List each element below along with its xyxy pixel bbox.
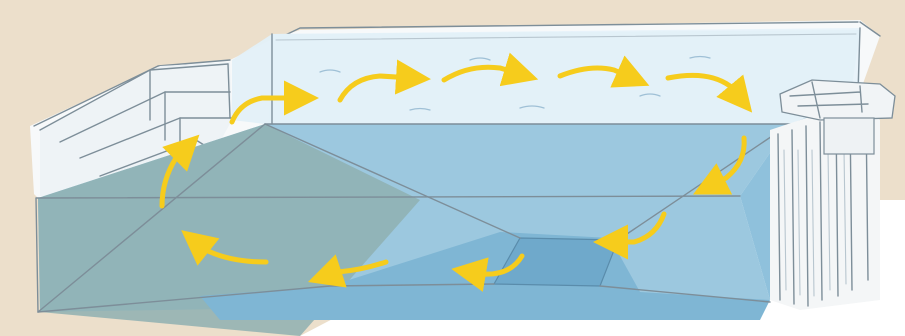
skimmer-detail <box>789 81 869 119</box>
skimmer <box>779 79 896 155</box>
flow-arrows <box>159 52 753 292</box>
flow-arrow-4 <box>557 55 650 88</box>
flow-arrow-7 <box>593 211 667 260</box>
back-wall-edge <box>271 27 861 127</box>
pool-rim-front <box>35 195 741 313</box>
flow-arrow-10 <box>181 230 269 266</box>
flow-arrow-6 <box>693 135 747 195</box>
flow-arrow-9 <box>307 254 389 288</box>
ripple-2 <box>409 107 431 111</box>
flow-arrow-5 <box>665 72 753 113</box>
side-wall-shading <box>783 149 847 297</box>
ripple-6 <box>469 57 491 61</box>
flow-arrow-11 <box>159 134 200 209</box>
back-wall-top <box>275 33 857 41</box>
ripple-1 <box>319 69 341 73</box>
ripple-4 <box>639 93 661 97</box>
flow-arrow-3 <box>441 52 539 87</box>
water-surface <box>232 30 860 124</box>
side-wall-lines <box>777 109 869 307</box>
floor-line-front-right <box>599 285 771 303</box>
skimmer-lid <box>779 79 896 121</box>
flow-arrow-1 <box>229 80 319 125</box>
ripple-3 <box>519 105 545 109</box>
flow-arrow-2 <box>337 59 431 103</box>
floor-line-left <box>37 123 266 313</box>
skimmer-box <box>823 117 875 155</box>
floor-line-center <box>264 123 521 239</box>
flow-arrow-8 <box>451 253 525 292</box>
ripple-5 <box>689 55 711 59</box>
